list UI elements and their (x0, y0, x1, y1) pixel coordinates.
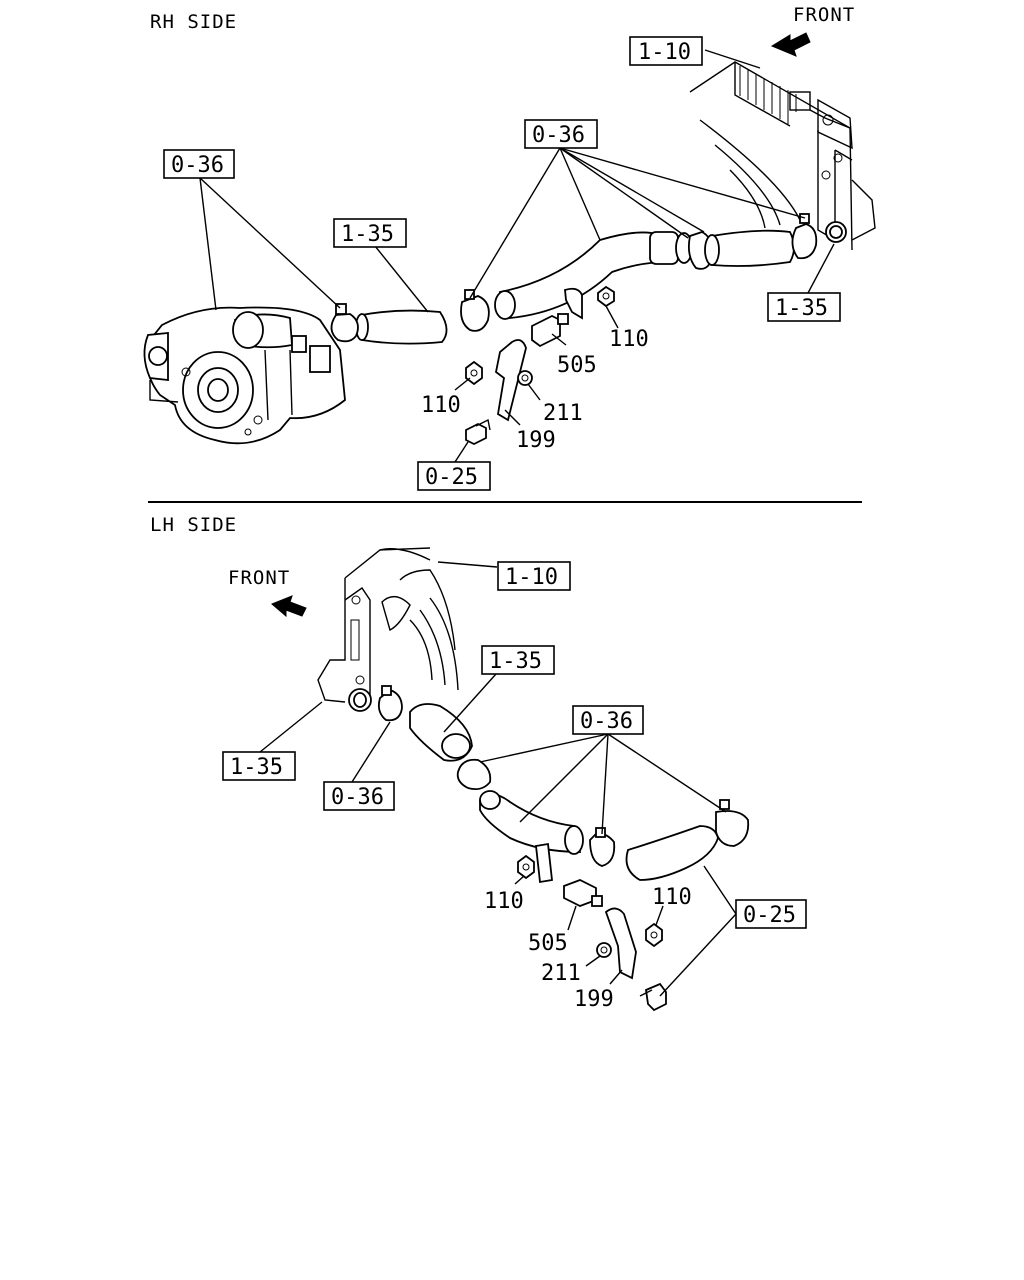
lh-leader-lines (259, 561, 737, 997)
rh-ref-clamp-left-label[interactable]: 0-36 (171, 153, 224, 178)
lh-ref-intercooler-label[interactable]: 1-10 (505, 565, 558, 590)
rh-part-199: 199 (516, 428, 556, 453)
lh-ref-hose-upper-label[interactable]: 1-35 (489, 649, 542, 674)
rh-ref-hose-mid-box[interactable] (333, 218, 407, 248)
rh-part-110-right: 110 (609, 327, 649, 352)
rh-leader-lines (199, 49, 835, 463)
lh-ref-bolt-box[interactable] (735, 899, 807, 929)
lh-intercooler-drawing (317, 547, 459, 703)
lh-side-section: LH SIDE FRONT (150, 514, 807, 1012)
lh-side-title: LH SIDE (150, 514, 237, 536)
rh-small-parts-drawing (465, 285, 615, 446)
lh-ref-clamp-right-box[interactable] (572, 705, 644, 735)
lh-ref-clamp-left-box[interactable] (323, 781, 395, 811)
rh-ref-hose-right-box[interactable] (767, 292, 841, 322)
lh-part-199: 199 (574, 987, 614, 1012)
lh-front-label: FRONT (228, 567, 290, 589)
rh-intercooler-drawing (689, 61, 876, 251)
rh-hoses-drawing (330, 213, 847, 345)
rh-ref-hose-right-label[interactable]: 1-35 (775, 296, 828, 321)
rh-ref-hose-mid-label[interactable]: 1-35 (341, 222, 394, 247)
rh-ref-clamp-left-box[interactable] (163, 149, 235, 179)
rh-ref-bolt-label[interactable]: 0-25 (425, 465, 478, 490)
lh-small-parts-drawing (517, 842, 667, 1012)
rh-ref-clamp-top-box[interactable] (524, 119, 598, 149)
rh-part-110-left: 110 (421, 393, 461, 418)
rh-ref-clamp-top-label[interactable]: 0-36 (532, 123, 585, 148)
rh-side-title: RH SIDE (150, 11, 237, 33)
rh-part-211: 211 (543, 401, 583, 426)
lh-ref-clamp-left-label[interactable]: 0-36 (331, 785, 384, 810)
lh-part-211: 211 (541, 961, 581, 986)
lh-ref-hose-upper-box[interactable] (481, 645, 555, 675)
lh-part-110-left: 110 (484, 889, 524, 914)
rh-ref-bolt-box[interactable] (417, 461, 491, 491)
rh-front-label: FRONT (793, 4, 855, 26)
rh-front-arrow-icon (770, 32, 811, 57)
lh-part-110-right: 110 (652, 885, 692, 910)
lh-ref-hose-left-label[interactable]: 1-35 (230, 755, 283, 780)
rh-ref-intercooler-box[interactable] (629, 36, 703, 66)
rh-turbocharger-drawing (143, 306, 346, 445)
lh-ref-bolt-label[interactable]: 0-25 (743, 903, 796, 928)
lh-ref-intercooler-box[interactable] (497, 561, 571, 591)
rh-part-505: 505 (557, 353, 597, 378)
lh-front-arrow-icon (271, 595, 307, 618)
lh-part-505: 505 (528, 931, 568, 956)
lh-ref-hose-left-box[interactable] (222, 751, 296, 781)
rh-ref-intercooler-label[interactable]: 1-10 (638, 40, 691, 65)
lh-ref-clamp-right-label[interactable]: 0-36 (580, 709, 633, 734)
rh-side-section: RH SIDE FRONT (143, 4, 876, 491)
